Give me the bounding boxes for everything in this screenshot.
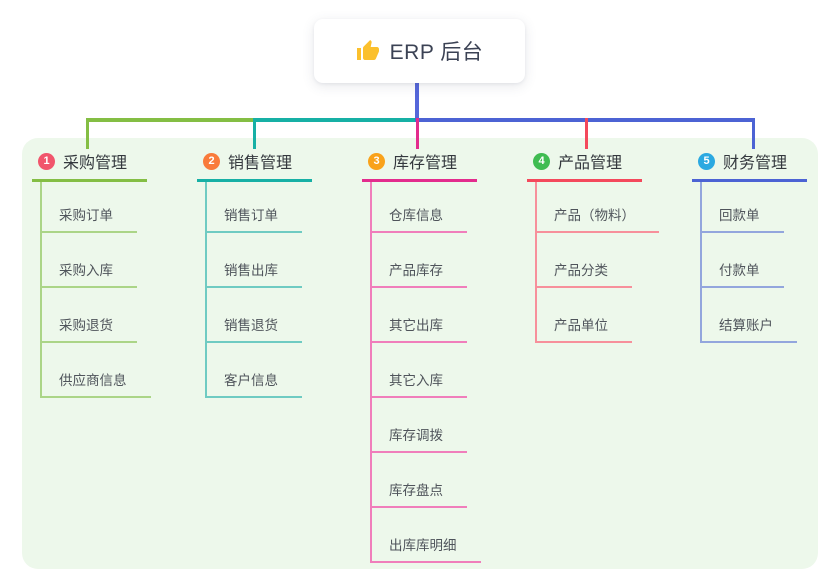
child-node[interactable]: 销售出库 [207, 259, 302, 288]
child-row: 库存调拨 [372, 398, 481, 453]
branch-5: 5 财务管理 回款单 付款单 结算账户 [692, 146, 807, 343]
branch-node-5[interactable]: 5 财务管理 [692, 146, 807, 182]
child-row: 产品分类 [537, 233, 659, 288]
branch-2: 2 销售管理 销售订单 销售出库 销售退货 客户信息 [197, 146, 312, 398]
branch-index-badge: 5 [698, 152, 715, 170]
child-row: 采购订单 [42, 182, 151, 233]
branch-children: 销售订单 销售出库 销售退货 客户信息 [205, 182, 312, 398]
thumbs-up-icon [356, 39, 380, 63]
child-node[interactable]: 产品分类 [537, 259, 632, 288]
branch-node-3[interactable]: 3 库存管理 [362, 146, 477, 182]
branch-children: 回款单 付款单 结算账户 [700, 182, 807, 343]
child-row: 采购入库 [42, 233, 151, 288]
child-row: 其它入库 [372, 343, 481, 398]
child-row: 付款单 [702, 233, 807, 288]
child-row: 销售订单 [207, 182, 312, 233]
child-row: 产品（物料） [537, 182, 659, 233]
child-node[interactable]: 结算账户 [702, 314, 797, 343]
child-node[interactable]: 采购退货 [42, 314, 137, 343]
connector-drop-branch-4 [585, 118, 588, 149]
child-row: 产品单位 [537, 288, 659, 343]
child-row: 结算账户 [702, 288, 807, 343]
child-node[interactable]: 仓库信息 [372, 204, 467, 233]
connector-drop-branch-5 [752, 118, 755, 149]
child-node[interactable]: 回款单 [702, 204, 784, 233]
branch-children: 产品（物料） 产品分类 产品单位 [535, 182, 659, 343]
connector-bus-green [86, 118, 253, 122]
branch-3: 3 库存管理 仓库信息 产品库存 其它出库 其它入库 库存调拨 库存盘点 出库库… [362, 146, 481, 563]
connector-root-vertical [415, 83, 419, 118]
child-node[interactable]: 采购入库 [42, 259, 137, 288]
connector-drop-branch-3 [416, 118, 419, 149]
child-node[interactable]: 产品（物料） [537, 204, 659, 233]
connector-drop-branch-2 [253, 118, 256, 149]
child-row: 仓库信息 [372, 182, 481, 233]
connector-drop-branch-1 [86, 118, 89, 149]
branch-node-label: 产品管理 [558, 155, 623, 172]
child-node[interactable]: 付款单 [702, 259, 784, 288]
child-node[interactable]: 供应商信息 [42, 369, 151, 398]
child-node[interactable]: 产品库存 [372, 259, 467, 288]
connector-bus-teal [253, 118, 415, 122]
child-node[interactable]: 出库库明细 [372, 534, 481, 563]
branch-index-badge: 3 [368, 152, 385, 170]
branch-node-label: 库存管理 [393, 155, 458, 172]
child-node[interactable]: 销售退货 [207, 314, 302, 343]
child-node[interactable]: 客户信息 [207, 369, 302, 398]
child-node[interactable]: 其它入库 [372, 369, 467, 398]
root-node[interactable]: ERP 后台 [314, 19, 525, 83]
branch-node-label: 财务管理 [723, 155, 788, 172]
branch-4: 4 产品管理 产品（物料） 产品分类 产品单位 [527, 146, 659, 343]
child-row: 其它出库 [372, 288, 481, 343]
branch-node-label: 采购管理 [63, 155, 128, 172]
child-node[interactable]: 其它出库 [372, 314, 467, 343]
child-node[interactable]: 采购订单 [42, 204, 137, 233]
child-row: 库存盘点 [372, 453, 481, 508]
root-node-label: ERP 后台 [389, 41, 484, 64]
child-row: 客户信息 [207, 343, 312, 398]
child-row: 采购退货 [42, 288, 151, 343]
child-row: 供应商信息 [42, 343, 151, 398]
branch-1: 1 采购管理 采购订单 采购入库 采购退货 供应商信息 [32, 146, 151, 398]
branch-node-label: 销售管理 [228, 155, 293, 172]
branch-node-2[interactable]: 2 销售管理 [197, 146, 312, 182]
branch-index-badge: 1 [38, 152, 55, 170]
child-node[interactable]: 库存盘点 [372, 479, 467, 508]
child-row: 回款单 [702, 182, 807, 233]
mindmap-panel [22, 138, 818, 569]
branch-index-badge: 4 [533, 152, 550, 170]
child-node[interactable]: 产品单位 [537, 314, 632, 343]
branch-children: 采购订单 采购入库 采购退货 供应商信息 [40, 182, 151, 398]
child-node[interactable]: 销售订单 [207, 204, 302, 233]
child-row: 产品库存 [372, 233, 481, 288]
branch-index-badge: 2 [203, 152, 220, 170]
branch-node-1[interactable]: 1 采购管理 [32, 146, 147, 182]
child-node[interactable]: 库存调拨 [372, 424, 467, 453]
branch-node-4[interactable]: 4 产品管理 [527, 146, 642, 182]
child-row: 销售退货 [207, 288, 312, 343]
child-row: 销售出库 [207, 233, 312, 288]
branch-children: 仓库信息 产品库存 其它出库 其它入库 库存调拨 库存盘点 出库库明细 [370, 182, 481, 563]
child-row: 出库库明细 [372, 508, 481, 563]
